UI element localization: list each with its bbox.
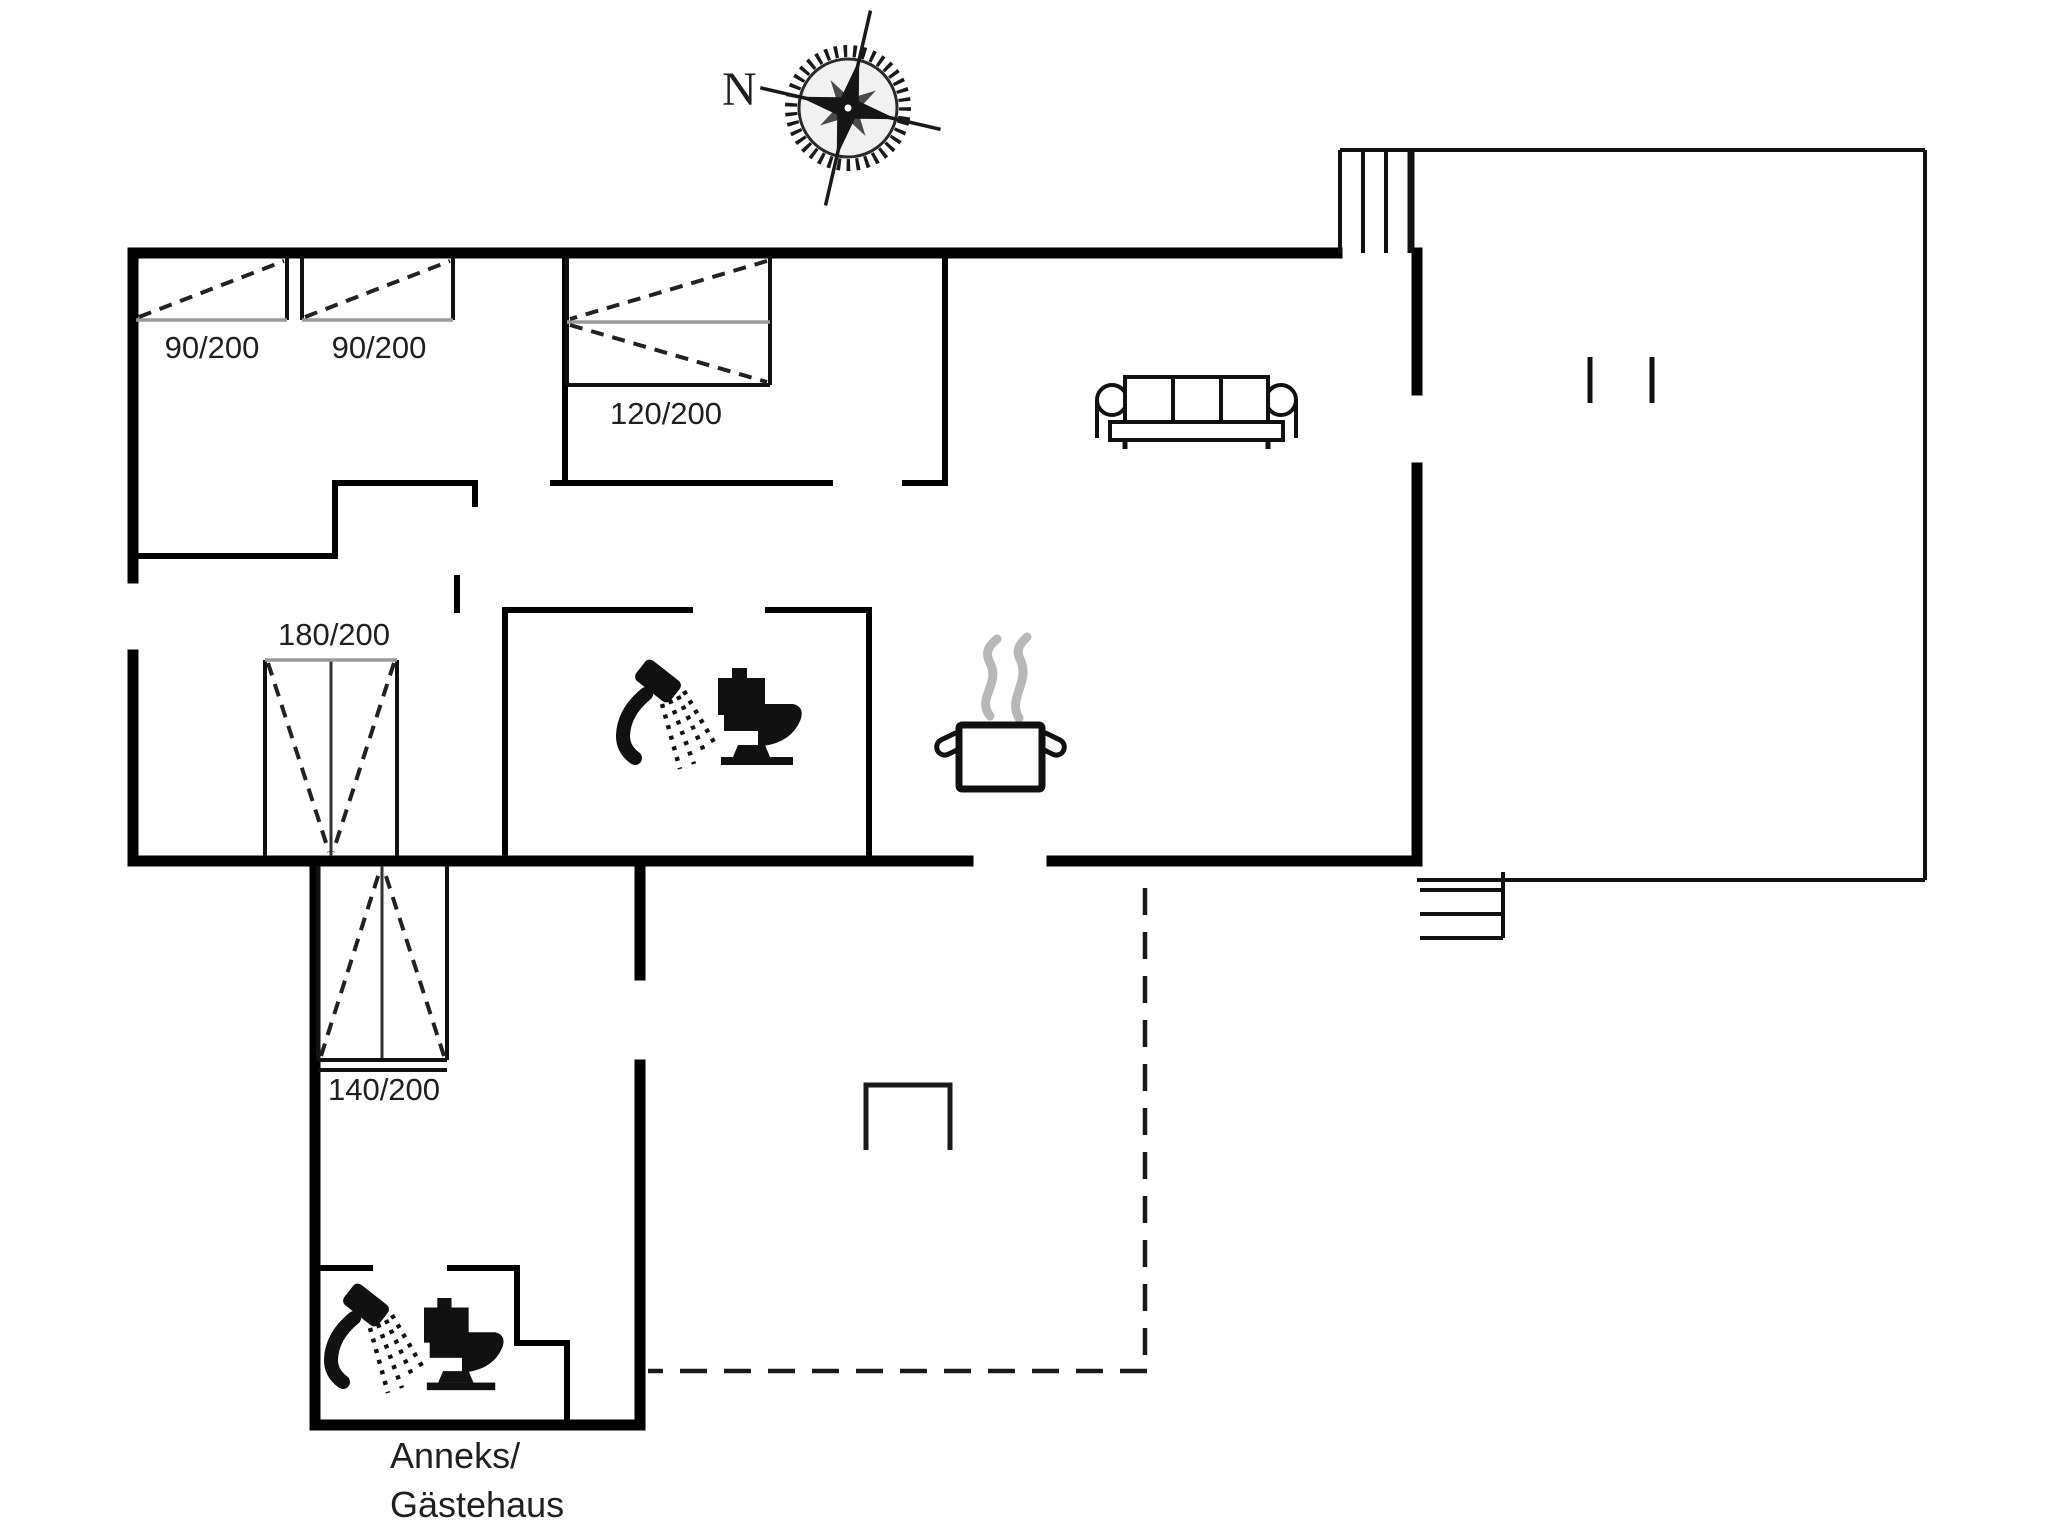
- cooking-pot-icon: [934, 632, 1067, 793]
- bed-dimension-label: 140/200: [328, 1072, 440, 1107]
- bed-dimension-label: 90/200: [165, 330, 260, 365]
- annex-label-line2: Gästehaus: [390, 1484, 564, 1525]
- annex-label-line1: Anneks/: [390, 1435, 520, 1476]
- bed-dimension-label: 180/200: [278, 617, 390, 652]
- bed-dimension-label: 120/200: [610, 396, 722, 431]
- stairs-icon: [1338, 150, 1415, 253]
- garage-walls: [1340, 148, 1927, 882]
- fireplace-niche: [863, 1082, 953, 1150]
- compass-north-label: N: [722, 63, 757, 116]
- sofa-icon: [1095, 375, 1298, 449]
- beds: [136, 256, 772, 1072]
- interior-walls: [133, 253, 948, 1425]
- terrace-dashed-outline: [648, 888, 1148, 1374]
- compass-rose-icon: N: [722, 10, 941, 206]
- single-bed-left: [136, 256, 289, 322]
- stairs-icon-bottom: [1420, 872, 1505, 940]
- double-bed-annex: [316, 866, 449, 1072]
- exterior-walls: [127, 247, 1423, 1431]
- single-bed-middle: [300, 256, 455, 322]
- double-bed-top: [565, 256, 772, 387]
- bed-dimension-label: 90/200: [332, 330, 427, 365]
- double-bed-west: [263, 658, 399, 856]
